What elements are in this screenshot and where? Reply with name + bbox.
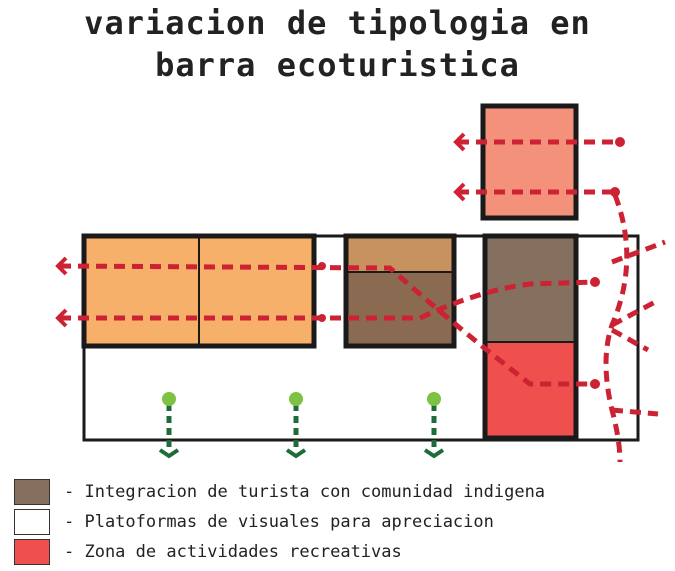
path-lower-row — [60, 279, 596, 321]
module-middle-outline — [343, 233, 457, 349]
circulation-paths — [59, 139, 666, 463]
title-line-2: barra ecoturistica — [155, 46, 520, 84]
path-arrow-start — [55, 256, 68, 276]
path-right-branch-2 — [610, 299, 657, 328]
path-arrow-start — [453, 132, 466, 152]
title-line-1: variacion de tipologia en — [84, 4, 591, 42]
viewpoint-1 — [158, 392, 180, 459]
module-middle-top — [346, 236, 454, 272]
viewpoint-2 — [285, 392, 307, 459]
path-marker — [590, 379, 600, 389]
path-marker — [610, 187, 620, 197]
path-marker — [590, 277, 600, 287]
path-right-branch-1 — [611, 239, 666, 265]
path-marker — [318, 262, 326, 270]
path-upper-row — [59, 263, 595, 387]
legend-swatch-platforms — [14, 509, 50, 535]
viewpoint-3 — [423, 392, 445, 459]
legend-label-recreation: - Zona de actividades recreativas — [64, 542, 402, 562]
module-top-right — [480, 103, 579, 221]
path-marker — [615, 137, 625, 147]
legend-swatch-recreation — [14, 539, 50, 565]
module-middle-bottom — [346, 272, 454, 346]
path-right-branch-3 — [611, 407, 659, 417]
path-right-branch-4 — [610, 327, 650, 353]
legend-swatch-integration — [14, 479, 50, 505]
viewpoint-connectors — [158, 392, 445, 459]
path-marker — [318, 314, 326, 322]
legend-label-integration: - Integracion de turista con comunidad i… — [64, 482, 546, 502]
legend-item-recreation: - Zona de actividades recreativas — [14, 538, 402, 566]
legend-item-integration: - Integracion de turista con comunidad i… — [14, 478, 545, 506]
path-markers — [318, 137, 625, 389]
path-arrow-start — [453, 182, 466, 202]
path-arrow-starts — [55, 132, 466, 328]
module-right-upper — [485, 236, 576, 342]
legend-item-platforms: - Platoformas de visuales para apreciaci… — [14, 508, 494, 536]
module-right-outline — [482, 233, 579, 441]
legend-label-platforms: - Platoformas de visuales para apreciaci… — [64, 512, 494, 532]
path-right-edge — [603, 194, 630, 463]
path-arrow-start — [55, 308, 68, 328]
